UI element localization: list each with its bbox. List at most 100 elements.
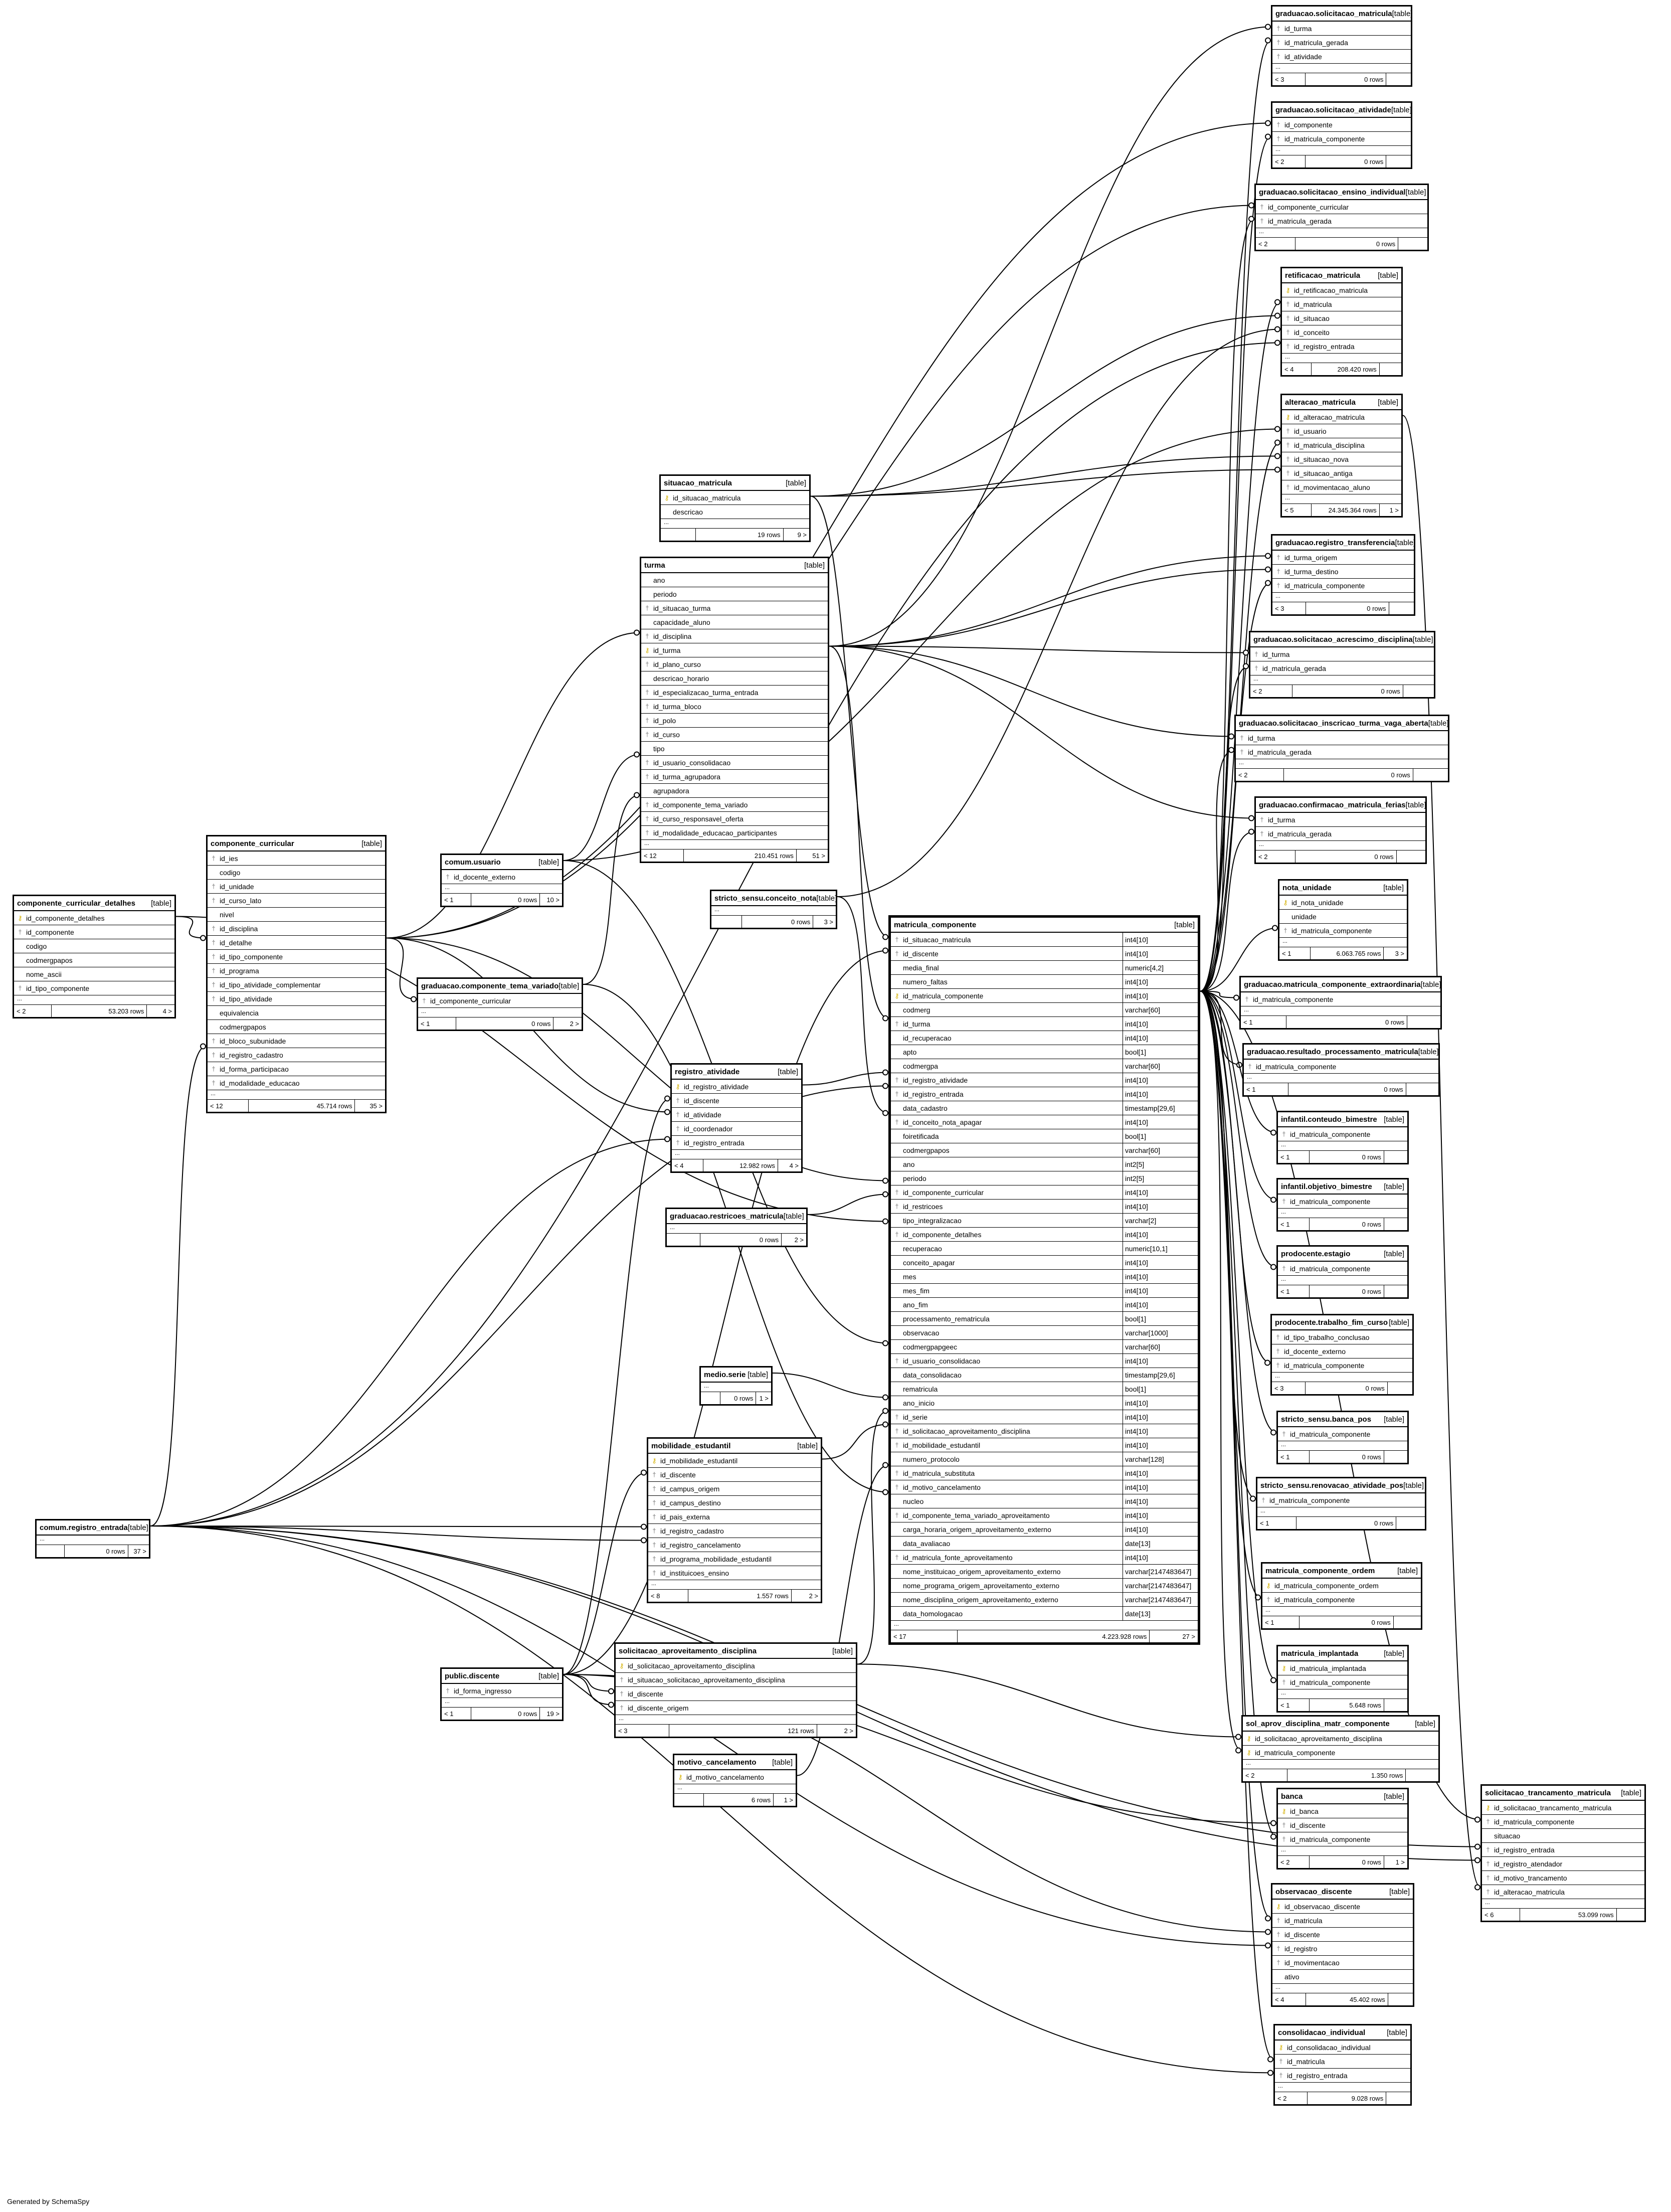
table-header[interactable]: stricto_sensu.banca_pos[table] <box>1278 1412 1407 1427</box>
children-link[interactable]: 1 > <box>784 1796 793 1804</box>
column-row[interactable]: †id_matricula_componente <box>1272 579 1414 593</box>
children-link[interactable] <box>1386 155 1411 167</box>
column-row[interactable]: †id_matricula_componente <box>1278 1675 1407 1689</box>
children-link[interactable]: 3 > <box>824 918 833 926</box>
parents-link[interactable]: < 1 <box>418 1017 457 1030</box>
table-name[interactable]: mobilidade_estudantil <box>651 1441 731 1450</box>
column-row[interactable]: †id_registro_cancelamento <box>648 1538 821 1552</box>
parents-link[interactable]: < 1 <box>1241 1016 1286 1028</box>
column-row[interactable]: †id_matricula_componente <box>1241 992 1440 1006</box>
column-row[interactable]: ⚷id_retificacao_matricula <box>1282 283 1401 297</box>
column-row[interactable]: †id_curso <box>641 728 828 742</box>
column-row[interactable]: †id_registro_entrada <box>1482 1843 1644 1857</box>
column-row[interactable]: †id_matricula_gerada <box>1250 661 1434 675</box>
parents-link[interactable]: < 8 <box>648 1590 688 1602</box>
table-name[interactable]: graduacao.solicitacao_matricula <box>1275 9 1392 18</box>
table-header[interactable]: matricula_componente_ordem[table] <box>1262 1564 1421 1579</box>
table-header[interactable]: situacao_matricula[table] <box>661 476 809 491</box>
column-row[interactable]: †id_matricula <box>1275 2055 1410 2069</box>
column-row[interactable]: †id_atividade <box>672 1108 801 1122</box>
children-link[interactable]: 3 > <box>1395 949 1404 957</box>
parents-link[interactable]: < 3 <box>1272 73 1306 85</box>
column-row[interactable]: codigo <box>14 939 174 953</box>
table-name[interactable]: nota_unidade <box>1282 883 1332 892</box>
table-name[interactable]: solicitacao_trancamento_matricula <box>1485 1788 1611 1797</box>
column-row[interactable]: †id_matricula_componente <box>1279 924 1407 938</box>
column-row[interactable]: †id_programa_mobilidade_estudantil <box>648 1552 821 1566</box>
column-row[interactable]: †id_campus_destino <box>648 1496 821 1510</box>
table-name[interactable]: prodocente.estagio <box>1281 1249 1351 1258</box>
column-row[interactable]: †id_curso_responsavel_oferta <box>641 812 828 826</box>
column-row[interactable]: †id_matricula_componente <box>1244 1060 1438 1074</box>
table-name[interactable]: comum.registro_entrada <box>40 1523 128 1532</box>
children-link[interactable] <box>1397 850 1425 863</box>
column-row[interactable]: †id_campus_origem <box>648 1482 821 1496</box>
column-row[interactable]: periodo <box>641 587 828 601</box>
column-row[interactable]: nome_programa_origem_aproveitamento_exte… <box>891 1579 1198 1593</box>
column-row[interactable]: †id_forma_ingresso <box>442 1684 562 1698</box>
table-name[interactable]: public.discente <box>445 1671 500 1680</box>
children-link[interactable]: 10 > <box>546 896 560 904</box>
table-solicitacao-aproveitamento-disciplina[interactable]: solicitacao_aproveitamento_disciplina[ta… <box>614 1642 857 1738</box>
table-header[interactable]: comum.usuario[table] <box>442 855 562 870</box>
table-solicitacao-trancamento-matricula[interactable]: solicitacao_trancamento_matricula[table]… <box>1480 1784 1646 1922</box>
column-row[interactable]: †id_turma_agrupadora <box>641 770 828 784</box>
column-row[interactable]: ⚷id_nota_unidade <box>1279 896 1407 910</box>
column-row[interactable]: †id_turma <box>1272 22 1411 36</box>
column-row[interactable]: †id_alteracao_matricula <box>1482 1885 1644 1899</box>
column-row[interactable]: codigo <box>208 866 385 880</box>
column-row[interactable]: †id_especializacao_turma_entrada <box>641 686 828 700</box>
children-link[interactable] <box>1386 73 1411 85</box>
table-observacao-discente[interactable]: observacao_discente[table]⚷id_observacao… <box>1271 1883 1414 2007</box>
children-link[interactable] <box>1388 1993 1413 2005</box>
table-name[interactable]: stricto_sensu.banca_pos <box>1281 1415 1372 1424</box>
column-row[interactable]: †id_registro_atendador <box>1482 1857 1644 1871</box>
column-row[interactable]: †id_turma_origem <box>1272 551 1414 565</box>
table-name[interactable]: retificacao_matricula <box>1285 271 1361 280</box>
table-header[interactable]: graduacao.confirmacao_matricula_ferias[t… <box>1256 798 1425 813</box>
table-graduacao-registro-transferencia[interactable]: graduacao.registro_transferencia[table]†… <box>1271 534 1415 616</box>
table-header[interactable]: infantil.conteudo_bimestre[table] <box>1278 1112 1407 1127</box>
column-row[interactable]: ⚷id_solicitacao_aproveitamento_disciplin… <box>1243 1732 1438 1746</box>
column-row[interactable]: †id_usuario <box>1282 424 1401 438</box>
column-row[interactable]: ⚷id_matricula_componente <box>1243 1746 1438 1760</box>
column-row[interactable]: nome_disciplina_origem_aproveitamento_ex… <box>891 1593 1198 1607</box>
table-header[interactable]: mobilidade_estudantil[table] <box>648 1439 821 1454</box>
parents-link[interactable]: < 2 <box>1250 685 1293 697</box>
table-header[interactable]: infantil.objetivo_bimestre[table] <box>1278 1179 1407 1195</box>
children-link[interactable]: 4 > <box>162 1007 172 1015</box>
children-link[interactable]: 1 > <box>759 1394 769 1402</box>
column-row[interactable]: †id_matricula_componente <box>1278 1427 1407 1441</box>
column-row[interactable]: †id_matricula_componente <box>1257 1493 1425 1507</box>
table-header[interactable]: graduacao.solicitacao_inscricao_turma_va… <box>1236 716 1448 731</box>
column-row[interactable]: †id_ies <box>208 852 385 866</box>
column-row[interactable]: †id_componente_curricular <box>1256 200 1427 214</box>
column-row[interactable]: †id_componente_tema_variado_aproveitamen… <box>891 1508 1198 1522</box>
table-header[interactable]: prodocente.trabalho_fim_curso[table] <box>1272 1315 1412 1330</box>
column-row[interactable]: ano <box>641 573 828 587</box>
parents-link[interactable]: < 3 <box>616 1725 669 1737</box>
column-row[interactable]: ⚷id_mobilidade_estudantil <box>648 1454 821 1468</box>
parents-link[interactable]: < 2 <box>1278 1856 1310 1868</box>
parents-link[interactable]: < 12 <box>208 1100 249 1112</box>
table-sol-aprov-disciplina-matr-componente[interactable]: sol_aprov_disciplina_matr_componente[tab… <box>1241 1715 1440 1783</box>
children-link[interactable]: 27 > <box>1182 1632 1195 1640</box>
column-row[interactable]: †id_turma <box>1236 731 1448 745</box>
parents-link[interactable]: < 3 <box>1272 1382 1306 1394</box>
column-row[interactable]: carga_horaria_origem_aproveitamento_exte… <box>891 1522 1198 1537</box>
column-row[interactable]: †id_matricula_gerada <box>1256 214 1427 228</box>
